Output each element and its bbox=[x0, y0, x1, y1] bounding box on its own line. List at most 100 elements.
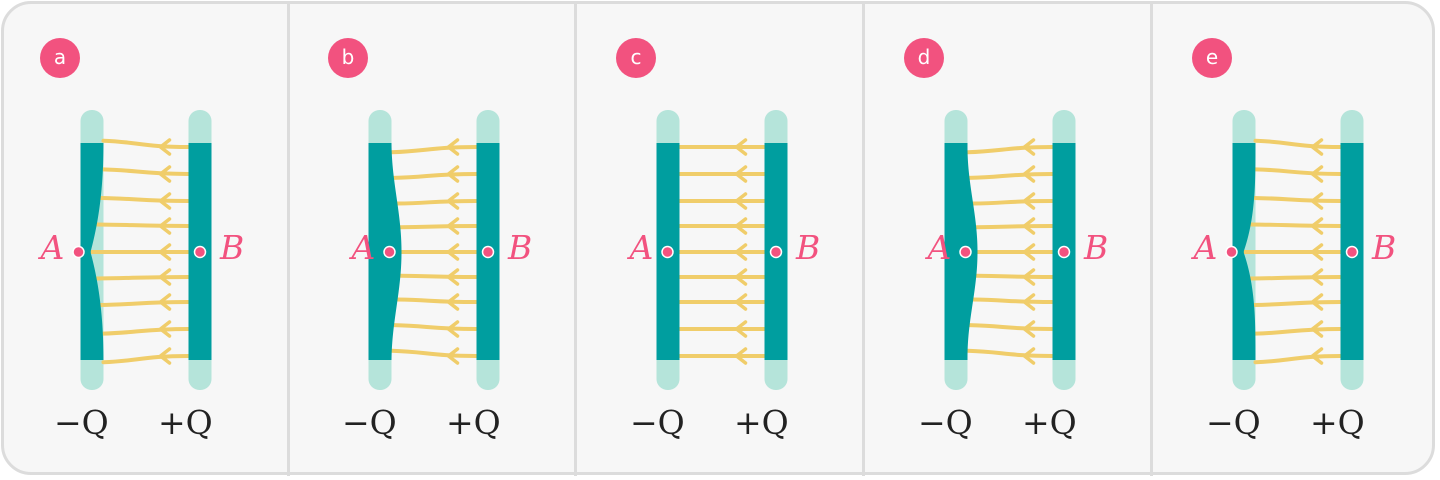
point-a-label: A bbox=[351, 228, 376, 267]
field-arrowhead bbox=[734, 138, 748, 156]
field-arrowhead bbox=[1310, 268, 1324, 286]
field-lines bbox=[88, 138, 191, 365]
field-line bbox=[1248, 222, 1343, 228]
negative-plate bbox=[80, 143, 104, 360]
field-arrowhead bbox=[446, 138, 460, 156]
field-line bbox=[965, 348, 1055, 358]
field-line bbox=[1251, 300, 1343, 307]
point-b-label: B bbox=[508, 228, 533, 267]
capacitor-diagram bbox=[944, 110, 1076, 390]
capacitor-diagram bbox=[72, 110, 212, 390]
field-arrowhead bbox=[1310, 243, 1324, 261]
field-arrowhead bbox=[158, 320, 172, 338]
field-arrowhead bbox=[158, 192, 172, 210]
field-arrowhead bbox=[1310, 192, 1324, 210]
field-line bbox=[398, 273, 479, 279]
field-arrowhead bbox=[1310, 165, 1324, 183]
negative-charge-label: −Q bbox=[1206, 403, 1261, 442]
field-lines bbox=[1241, 138, 1343, 365]
point-b-marker bbox=[1345, 245, 1359, 259]
capacitor-diagram bbox=[1225, 110, 1364, 390]
field-arrowhead bbox=[734, 268, 748, 286]
negative-charge-label: −Q bbox=[342, 403, 397, 442]
field-arrowhead bbox=[1022, 243, 1036, 261]
field-line bbox=[94, 222, 191, 228]
field-line bbox=[974, 273, 1055, 279]
point-a-marker bbox=[383, 245, 396, 259]
field-line bbox=[395, 297, 479, 304]
field-arrowhead bbox=[734, 347, 748, 365]
field-arrowhead bbox=[1022, 217, 1036, 235]
field-arrowhead bbox=[158, 347, 172, 365]
field-line bbox=[974, 224, 1055, 230]
field-arrowhead bbox=[446, 165, 460, 183]
field-line bbox=[1253, 138, 1343, 149]
field-arrowhead bbox=[1022, 347, 1036, 365]
point-a-label: A bbox=[629, 228, 654, 267]
negative-plate bbox=[1232, 143, 1256, 360]
positive-charge-label: +Q bbox=[1310, 403, 1365, 442]
negative-charge-label: −Q bbox=[54, 403, 109, 442]
panel-badge: a bbox=[40, 38, 80, 78]
field-arrowhead bbox=[734, 217, 748, 235]
field-line bbox=[98, 195, 191, 203]
field-line bbox=[1253, 167, 1343, 176]
field-line bbox=[389, 145, 479, 155]
field-line bbox=[1251, 195, 1343, 203]
field-line bbox=[965, 145, 1055, 155]
field-arrowhead bbox=[1310, 217, 1324, 235]
field-arrowhead bbox=[158, 243, 172, 261]
field-arrowhead bbox=[1310, 293, 1324, 311]
field-line bbox=[398, 224, 479, 230]
point-a-label: A bbox=[40, 228, 65, 267]
panel-badge: c bbox=[616, 38, 656, 78]
field-arrowhead bbox=[158, 217, 172, 235]
field-arrowhead bbox=[446, 217, 460, 235]
point-b-label: B bbox=[1084, 228, 1109, 267]
negative-charge-label: −Q bbox=[630, 403, 685, 442]
panel-badge: d bbox=[904, 38, 944, 78]
field-arrowhead bbox=[446, 243, 460, 261]
point-b-label: B bbox=[220, 228, 245, 267]
field-arrowhead bbox=[734, 320, 748, 338]
field-arrowhead bbox=[734, 293, 748, 311]
capacitor-diagram bbox=[656, 110, 788, 390]
field-line bbox=[970, 199, 1055, 206]
point-a-label: A bbox=[1193, 228, 1218, 267]
field-line bbox=[100, 167, 191, 176]
field-arrowhead bbox=[1022, 320, 1036, 338]
panel-divider bbox=[862, 4, 865, 476]
point-b-label: B bbox=[1372, 228, 1397, 267]
field-line bbox=[1253, 354, 1343, 365]
point-b-marker bbox=[769, 245, 783, 259]
field-line bbox=[970, 297, 1055, 304]
field-line bbox=[389, 348, 479, 358]
point-a-marker bbox=[661, 245, 674, 259]
field-line bbox=[391, 323, 479, 331]
positive-charge-label: +Q bbox=[446, 403, 501, 442]
positive-charge-label: +Q bbox=[158, 403, 213, 442]
field-arrowhead bbox=[446, 347, 460, 365]
field-arrowhead bbox=[1022, 165, 1036, 183]
positive-charge-label: +Q bbox=[734, 403, 789, 442]
field-line bbox=[100, 327, 191, 336]
field-line bbox=[395, 199, 479, 206]
field-line bbox=[1248, 275, 1343, 281]
field-line bbox=[94, 275, 191, 281]
panel-divider bbox=[574, 4, 577, 476]
field-arrowhead bbox=[158, 268, 172, 286]
field-arrowhead bbox=[446, 320, 460, 338]
field-arrowhead bbox=[446, 268, 460, 286]
field-arrowhead bbox=[1310, 347, 1324, 365]
field-arrowhead bbox=[734, 165, 748, 183]
point-b-marker bbox=[1057, 245, 1071, 259]
negative-charge-label: −Q bbox=[918, 403, 973, 442]
field-arrowhead bbox=[1022, 192, 1036, 210]
field-line bbox=[1253, 327, 1343, 336]
field-arrowhead bbox=[1310, 320, 1324, 338]
field-arrowhead bbox=[734, 243, 748, 261]
point-b-label: B bbox=[796, 228, 821, 267]
field-arrowhead bbox=[158, 138, 172, 156]
